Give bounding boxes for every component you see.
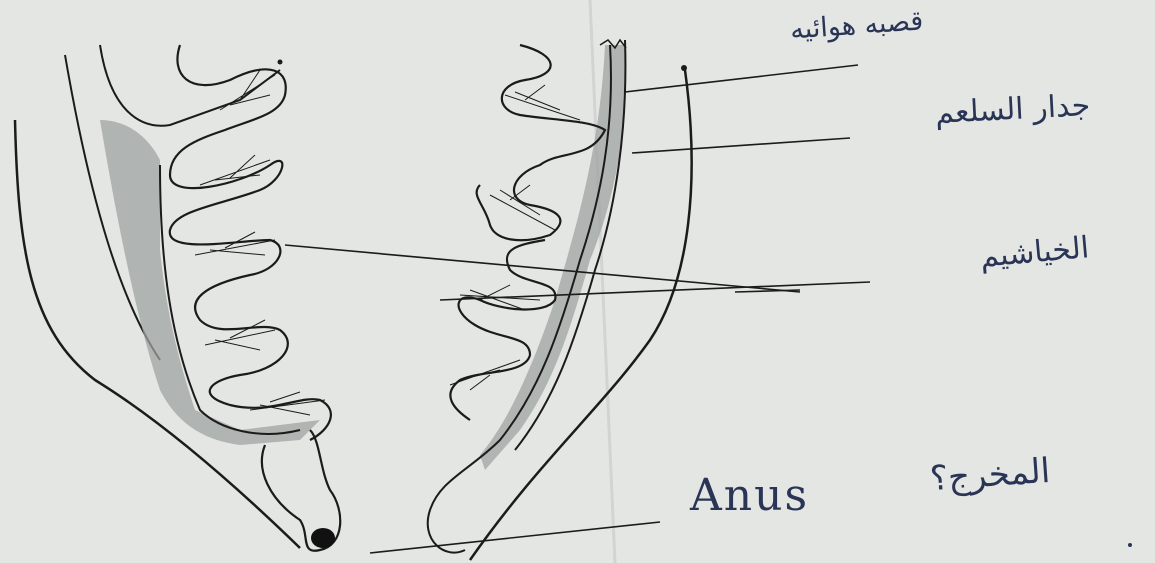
stray-dot	[1128, 543, 1132, 547]
label-question: المخرج؟	[929, 451, 1052, 499]
left-anal-dot	[311, 528, 335, 548]
right-top-dot	[681, 65, 687, 71]
left-top-dot	[278, 60, 283, 65]
label-anus: Anus	[690, 470, 809, 521]
